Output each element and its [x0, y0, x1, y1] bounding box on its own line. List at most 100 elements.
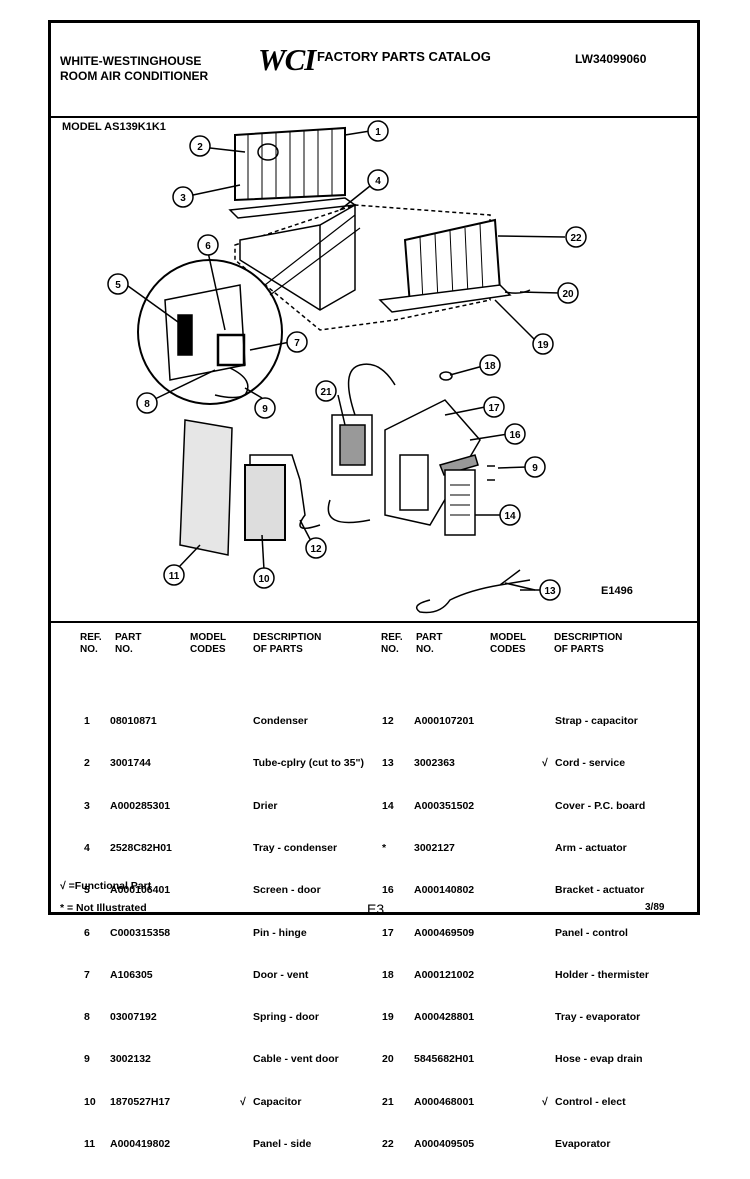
col-part-right: PART NO.: [416, 632, 443, 655]
table-row: 11: [84, 1138, 96, 1150]
table-row: 7: [84, 968, 90, 981]
table-row: 13: [382, 757, 394, 770]
part-description: Bracket - actuator: [555, 884, 645, 897]
functional-mark: [542, 926, 554, 940]
part-description: Condenser: [253, 715, 308, 728]
callout-22: 22: [570, 233, 582, 244]
mark-column-left: √: [240, 686, 252, 1179]
functional-mark: [240, 841, 252, 855]
part-column-right: A000107201 3002363 A000351502 3002127 A0…: [414, 686, 474, 1179]
table-row: 1: [84, 715, 90, 728]
callout-6: 6: [205, 241, 211, 252]
table-row: 20: [382, 1053, 394, 1066]
part-number: 3001744: [110, 757, 151, 770]
table-row: 10: [84, 1095, 96, 1108]
callout-8: 8: [144, 399, 150, 410]
functional-mark: [542, 968, 554, 982]
col-ref-left: REF. NO.: [80, 632, 102, 655]
table-row: 12: [382, 715, 394, 728]
exploded-parts-diagram: 1 2 3 4 5 6 7 8 9 9 10 11 12 13 14 16 17…: [107, 120, 587, 614]
page-frame: [48, 20, 700, 915]
part-description: Cable - vent door: [253, 1053, 339, 1066]
part-description: Evaporator: [555, 1138, 611, 1150]
callout-21: 21: [320, 387, 332, 398]
table-row: *: [382, 842, 387, 855]
functional-mark: [542, 1052, 554, 1066]
table-row: 17: [382, 926, 394, 939]
part-number: A000409505: [414, 1138, 475, 1150]
part-number: A000285301: [110, 799, 171, 812]
callout-2: 2: [197, 142, 203, 153]
functional-mark: [240, 756, 252, 770]
table-row: 2: [84, 757, 90, 770]
functional-mark: [542, 1010, 554, 1024]
col-desc-right: DESCRIPTION OF PARTS: [554, 632, 623, 655]
callout-20: 20: [562, 289, 574, 300]
table-row: 4: [84, 842, 90, 855]
callout-7: 7: [294, 338, 300, 349]
brand-line-2: ROOM AIR CONDITIONER: [60, 69, 209, 83]
wci-logo: WCI: [258, 42, 316, 77]
part-description: Screen - door: [253, 884, 321, 897]
desc-column-right: Strap - capacitor Cord - service Cover -…: [555, 686, 649, 1179]
part-description: Cover - P.C. board: [555, 799, 646, 812]
callout-18: 18: [484, 361, 496, 372]
functional-mark: [240, 1137, 252, 1151]
part-number: A000419802: [110, 1138, 171, 1150]
table-row: 16: [382, 884, 394, 897]
diagram-code: E1496: [601, 585, 633, 597]
part-description: Hose - evap drain: [555, 1053, 643, 1066]
table-row: 3: [84, 799, 90, 812]
part-number: A000428801: [414, 1011, 475, 1024]
part-number: A000106401: [110, 884, 171, 897]
functional-mark: [542, 841, 554, 855]
desc-column-left: Condenser Tube-cplry (cut to 35") Drier …: [253, 686, 364, 1179]
part-number: C000315358: [110, 926, 171, 939]
callout-9b: 9: [532, 463, 538, 474]
part-description: Tube-cplry (cut to 35"): [253, 757, 364, 770]
col-desc-left: DESCRIPTION OF PARTS: [253, 632, 322, 655]
callout-11: 11: [169, 571, 180, 582]
catalog-title: FACTORY PARTS CATALOG: [317, 49, 491, 64]
callout-9a: 9: [262, 404, 268, 415]
part-description: Panel - side: [253, 1138, 312, 1150]
callout-17: 17: [488, 403, 500, 414]
table-divider: [48, 621, 700, 623]
part-description: Holder - thermister: [555, 968, 649, 981]
table-row: 5: [84, 884, 90, 897]
callout-12: 12: [310, 544, 322, 555]
functional-mark: [240, 968, 252, 982]
part-number: 03007192: [110, 1011, 157, 1024]
part-number: A000468001: [414, 1095, 475, 1108]
ref-column-right: 12 13 14 * 16 17 18 19 20 21 22: [382, 686, 394, 1179]
page-number: E3: [367, 901, 385, 917]
table-row: 21: [382, 1095, 394, 1108]
table-row: 6: [84, 926, 90, 939]
functional-mark: [542, 799, 554, 813]
functional-mark: [240, 799, 252, 813]
part-number: A000469509: [414, 926, 475, 939]
part-description: Spring - door: [253, 1011, 319, 1024]
table-row: 14: [382, 799, 394, 812]
functional-mark: [240, 1010, 252, 1024]
part-description: Strap - capacitor: [555, 715, 638, 728]
header-divider: [48, 116, 700, 118]
col-model-right: MODEL CODES: [490, 632, 527, 655]
table-row: 9: [84, 1053, 90, 1066]
part-description: Arm - actuator: [555, 842, 627, 855]
brand-block: WHITE-WESTINGHOUSE ROOM AIR CONDITIONER: [60, 54, 208, 84]
part-number: 2528C82H01: [110, 842, 172, 855]
table-row: 19: [382, 1011, 394, 1024]
ref-column-left: 1 2 3 4 5 6 7 8 9 10 11: [84, 686, 96, 1179]
part-description: Door - vent: [253, 968, 309, 981]
table-row: 22: [382, 1138, 394, 1150]
model-label: MODEL AS139K1K1: [62, 121, 166, 133]
functional-part-note: √ =Functional Part: [60, 880, 152, 892]
functional-mark: √: [542, 757, 548, 770]
callout-13: 13: [544, 586, 556, 597]
col-part-left: PART NO.: [115, 632, 142, 655]
part-number: 3002132: [110, 1053, 151, 1066]
part-description: Control - elect: [555, 1095, 626, 1108]
part-description: Tray - condenser: [253, 842, 338, 855]
table-row: 18: [382, 968, 394, 981]
